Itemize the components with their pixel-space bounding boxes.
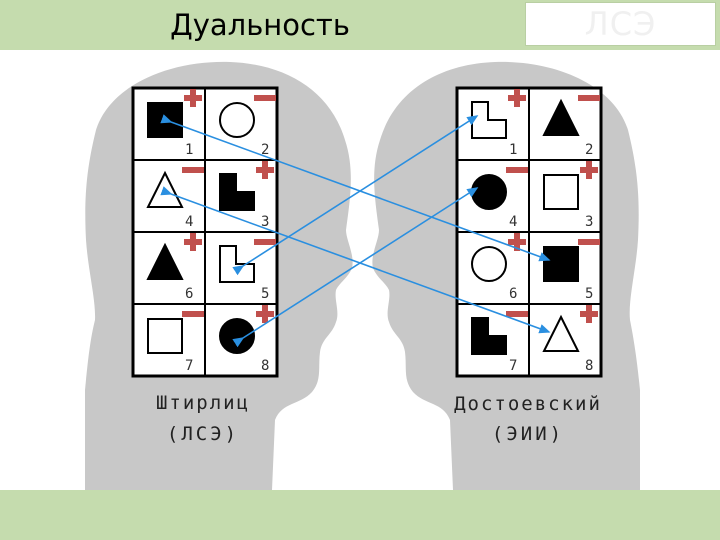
logo-box: ЛСЭ: [525, 2, 716, 46]
right-cell-2-minus-icon: [578, 95, 600, 101]
left-cell-7-minus-icon: [182, 311, 204, 317]
right-cell-4-circle-filled-icon: [471, 174, 507, 210]
right-cell-2-triangle-filled-icon: [542, 98, 580, 136]
right-model-grid: 1 2 4 3 6 5 7 8: [455, 86, 603, 378]
right-cell-5-square-filled-icon: [543, 246, 579, 282]
connection-arrow: [232, 187, 479, 348]
right-cell-4-minus-icon: [506, 167, 528, 173]
duality-arrows: [160, 114, 551, 348]
right-cell-7-number: 7: [509, 358, 517, 374]
right-cell-7-minus-icon: [506, 311, 528, 317]
right-cell-5-minus-icon: [578, 239, 600, 245]
left-cell-7-square-outline-icon: [147, 318, 183, 354]
right-cell-6-number: 6: [509, 286, 517, 302]
left-cell-6-number: 6: [185, 286, 193, 302]
right-cell-1-number: 1: [509, 142, 517, 158]
right-cell-5-number: 5: [585, 286, 593, 302]
left-cell-8-number: 8: [261, 358, 269, 374]
left-cell-7-number: 7: [185, 358, 193, 374]
right-cell-1-plus-icon: [508, 89, 526, 107]
left-name-label: Штирлиц: [156, 392, 250, 414]
right-name-label: Достоевский: [454, 393, 602, 415]
right-type-label: (ЭИИ): [492, 423, 564, 445]
duality-diagram: 1 2 4 3 6 5 7 8 1 2 4 3 6 5 7 8 Штирлиц (ЛСЭ) Достоевс…: [85, 61, 640, 490]
right-cell-4-number: 4: [509, 214, 517, 230]
logo-text: ЛСЭ: [584, 5, 657, 43]
right-cell-8-number: 8: [585, 358, 593, 374]
left-cell-5-number: 5: [261, 286, 269, 302]
right-cell-8: 8: [542, 305, 598, 374]
right-cell-2: 2: [542, 95, 600, 158]
right-cell-2-number: 2: [585, 142, 593, 158]
left-cell-1-plus-icon: [184, 89, 202, 107]
left-type-label: (ЛСЭ): [167, 423, 239, 445]
left-cell-2-minus-icon: [254, 95, 276, 101]
footer-bar: [0, 490, 720, 540]
left-cell-1-square-filled-icon: [147, 102, 183, 138]
right-cell-3-number: 3: [585, 214, 593, 230]
left-cell-5-minus-icon: [254, 239, 276, 245]
right-cell-6-circle-outline-icon: [471, 246, 507, 282]
left-cell-4-number: 4: [185, 214, 193, 230]
left-cell-1-number: 1: [185, 142, 193, 158]
right-cell-8-plus-icon: [580, 305, 598, 323]
right-cell-8-triangle-outline-icon: [542, 314, 580, 352]
left-cell-2-circle-outline-icon: [219, 102, 255, 138]
left-cell-8-circle-filled-icon: [219, 318, 255, 354]
slide-title: Дуальность: [170, 8, 350, 42]
right-cell-3-square-outline-icon: [543, 174, 579, 210]
right-cell-3-plus-icon: [580, 161, 598, 179]
left-cell-4-minus-icon: [182, 167, 204, 173]
